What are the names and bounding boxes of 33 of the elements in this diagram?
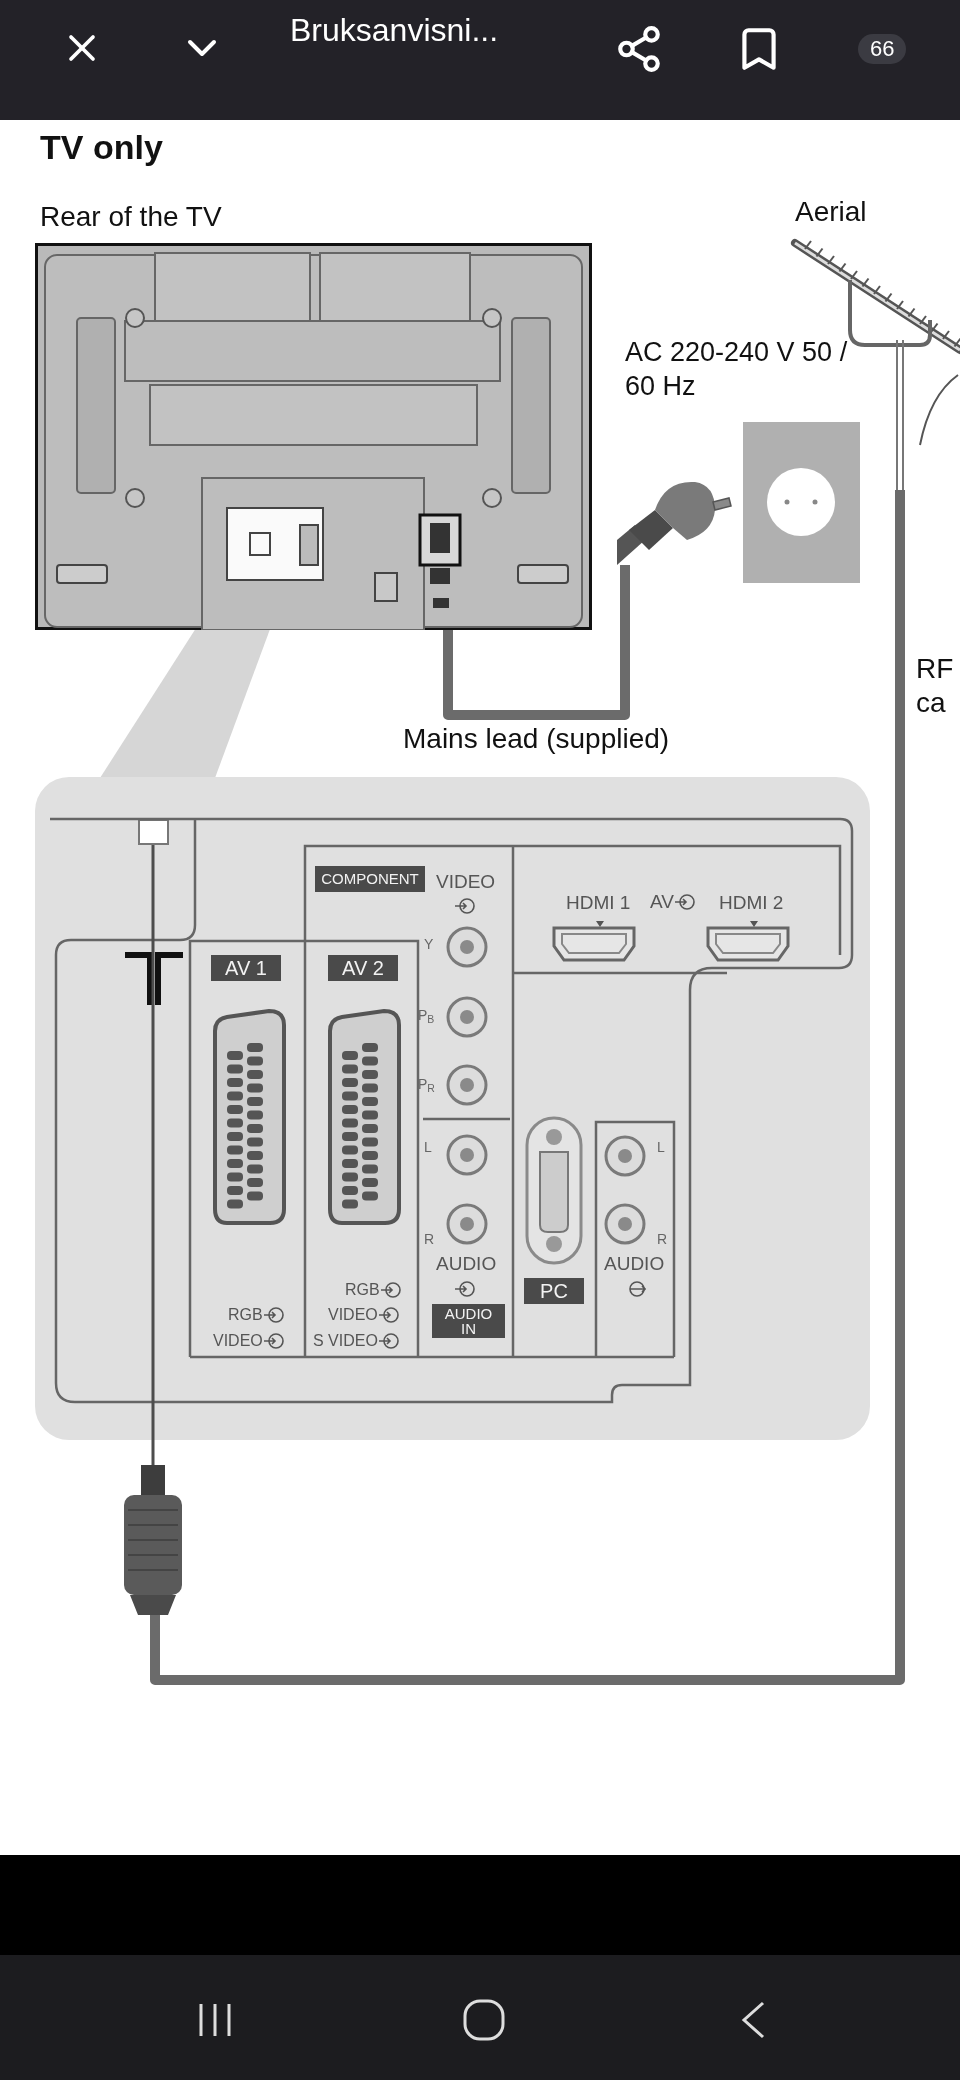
port-label: HDMI 2	[719, 893, 784, 913]
port-label: AV	[650, 893, 674, 911]
port-label: VIDEO	[436, 872, 496, 892]
heading-label: Rear of the TV	[40, 200, 222, 234]
port-label: S VIDEO	[313, 1332, 378, 1350]
port-group-label: AV 2	[328, 955, 398, 981]
pin-label: P$_{R}$	[418, 1077, 435, 1091]
pin-label: R	[424, 1232, 435, 1246]
port-label: AUDIO	[604, 1254, 665, 1274]
voltage-label: AC 220-240 V 50 / 60 Hz	[625, 336, 849, 403]
port-label: HDMI 1	[566, 893, 631, 913]
port-group-label: PC	[524, 1278, 584, 1304]
port-label: VIDEO	[213, 1332, 263, 1350]
tab-title: Bruksanvisni...	[290, 11, 499, 50]
connector-line	[151, 845, 155, 1465]
pin-label: R	[657, 1232, 668, 1246]
port-label: AUDIO	[436, 1254, 497, 1274]
port-group-label: AUDIO IN	[432, 1304, 505, 1338]
connector-line	[150, 490, 905, 1685]
tab-count-badge: 66	[858, 34, 907, 64]
port-group-label: COMPONENT	[315, 866, 425, 892]
heading-label: Aerial	[795, 195, 867, 229]
port-label: RGB	[228, 1306, 263, 1324]
port-group-label: AV 1	[211, 955, 281, 981]
connector-line	[443, 565, 630, 720]
aerial-input-socket	[138, 819, 169, 845]
pin-label: P$_{B}$	[418, 1008, 435, 1022]
pin-label: Y	[424, 937, 434, 951]
pin-label: L	[657, 1140, 665, 1154]
port-label: VIDEO	[328, 1306, 378, 1324]
pin-label: L	[424, 1140, 432, 1154]
diagram-title: TV only	[40, 127, 163, 168]
port-label: RGB	[345, 1281, 380, 1299]
